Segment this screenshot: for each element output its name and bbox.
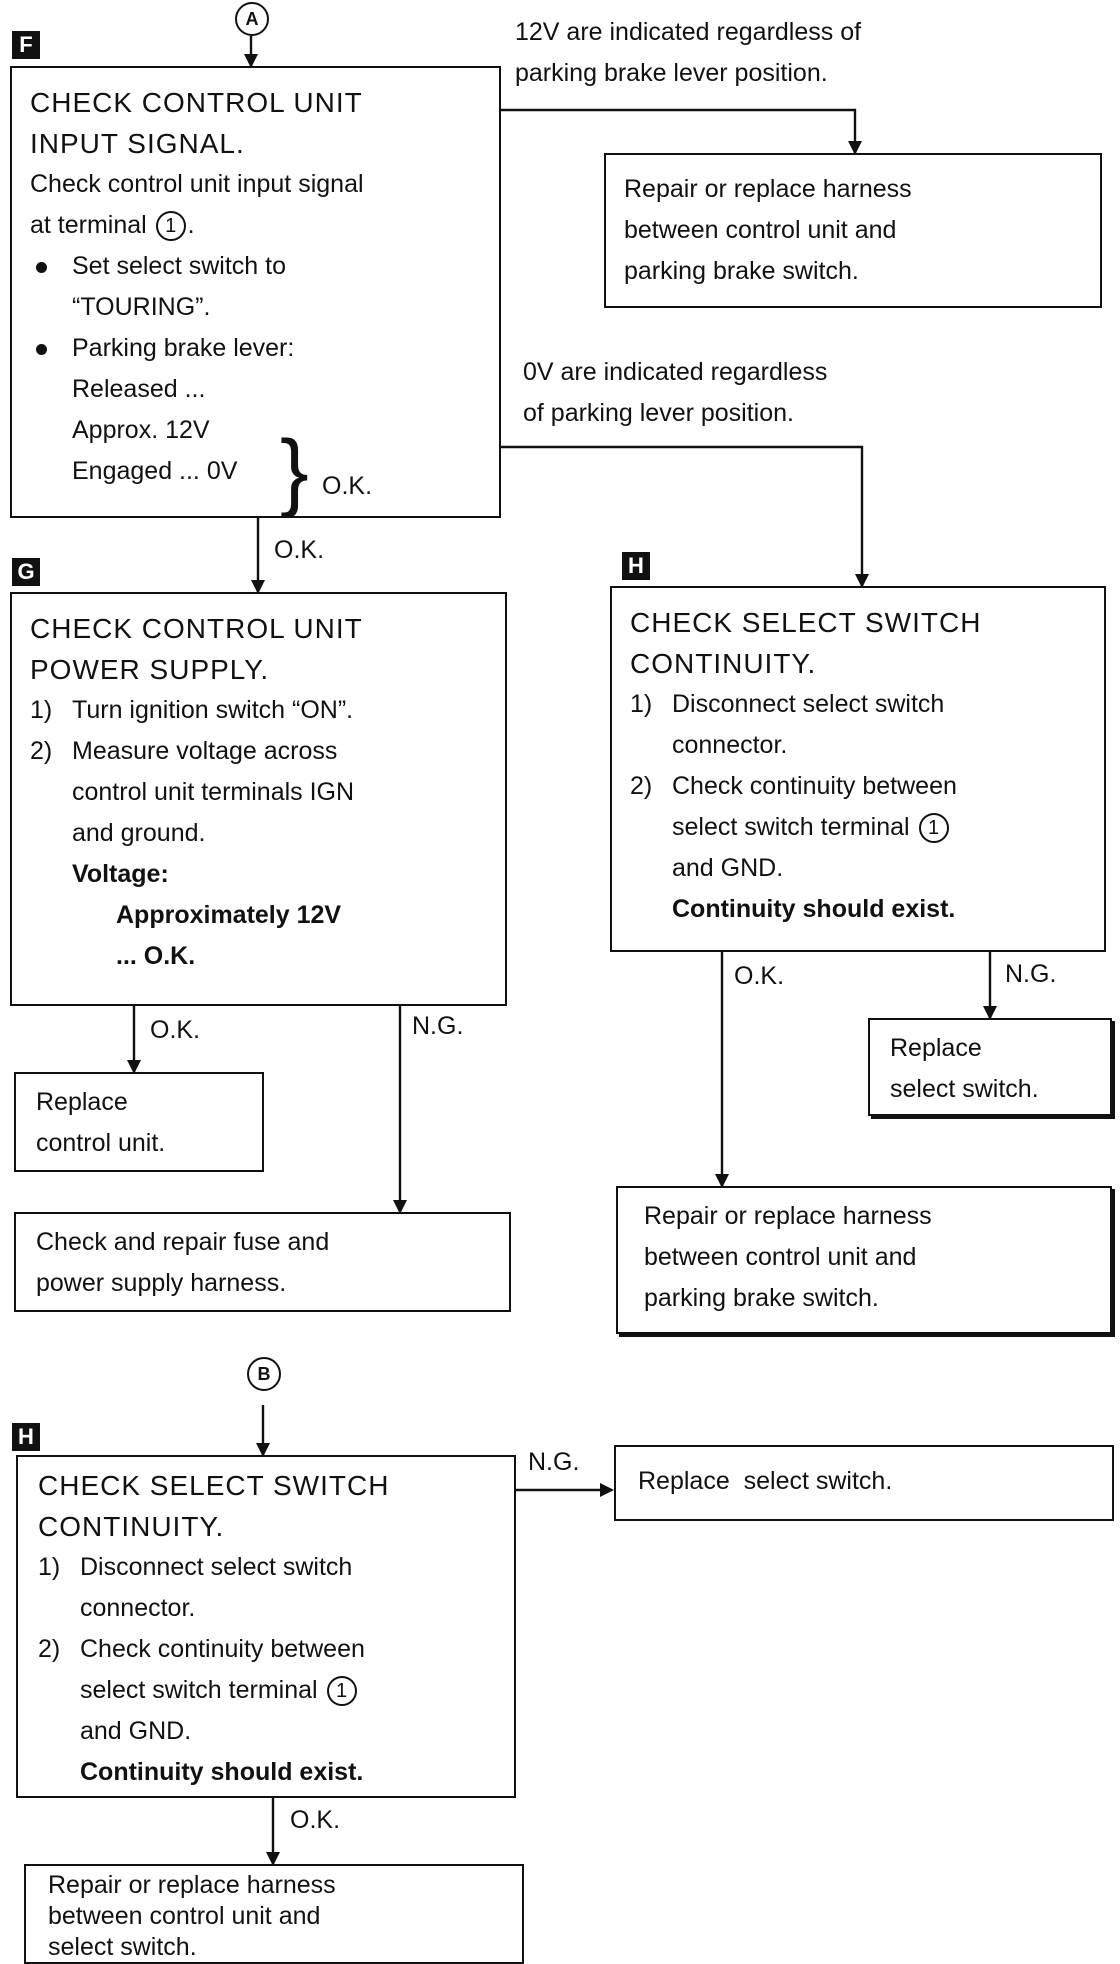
condition-released: Released ... bbox=[72, 375, 206, 403]
condition-engaged: Engaged ... 0V bbox=[72, 457, 238, 485]
branch-label-ok: O.K. bbox=[290, 1806, 341, 1834]
arrow-f-to-repair1 bbox=[500, 108, 862, 155]
step-item-cont: and ground. bbox=[72, 819, 206, 847]
step-item: 2)Measure voltage across bbox=[30, 737, 338, 765]
check-power-supply-box: CHECK CONTROL UNIT POWER SUPPLY. 1)Turn … bbox=[10, 592, 507, 1006]
branch-label-12v: 12V are indicated regardless of parking … bbox=[515, 18, 862, 87]
branch-label-ok: O.K. bbox=[274, 536, 325, 564]
step-item-cont: select switch terminal 1 bbox=[38, 1670, 494, 1711]
continuity-requirement: Continuity should exist. bbox=[80, 1758, 364, 1786]
connector-b: B bbox=[247, 1357, 281, 1391]
step-item-cont: and GND. bbox=[672, 854, 784, 882]
step-text: Check control unit input signal bbox=[30, 170, 364, 198]
step-title: CONTINUITY. bbox=[630, 648, 817, 679]
branch-label-0v: 0V are indicated regardless of parking l… bbox=[523, 358, 828, 427]
section-tag-f: F bbox=[12, 31, 40, 59]
arrow-f-to-h1 bbox=[500, 445, 869, 588]
branch-label-ng: N.G. bbox=[412, 1012, 464, 1040]
step-item: 2)Check continuity between bbox=[630, 772, 957, 800]
voltage-label: Voltage: bbox=[72, 860, 169, 888]
step-item-cont: select switch terminal 1 bbox=[630, 807, 1086, 848]
step-title: INPUT SIGNAL. bbox=[30, 128, 245, 159]
voltage-ok: ... O.K. bbox=[116, 942, 196, 970]
step-item: 1)Turn ignition switch “ON”. bbox=[30, 696, 354, 724]
branch-label-ng: N.G. bbox=[1005, 960, 1057, 988]
bullet-item-cont: “TOURING”. bbox=[72, 293, 211, 321]
section-tag-g: G bbox=[12, 558, 40, 586]
bullet-item: Set select switch to bbox=[30, 246, 481, 287]
step-title: CHECK CONTROL UNIT bbox=[30, 613, 363, 644]
brace-symbol: } bbox=[280, 423, 309, 519]
section-tag-h: H bbox=[622, 552, 650, 580]
repair-harness-box: Repair or replace harness between contro… bbox=[616, 1186, 1112, 1334]
repair-harness-box: Repair or replace harness between contro… bbox=[24, 1864, 524, 1964]
check-input-signal-box: CHECK CONTROL UNIT INPUT SIGNAL. Check c… bbox=[10, 66, 501, 518]
step-item-cont: and GND. bbox=[80, 1717, 192, 1745]
step-item: 1)Disconnect select switch bbox=[630, 690, 945, 718]
step-item: 1)Disconnect select switch bbox=[38, 1553, 353, 1581]
step-item-cont: connector. bbox=[80, 1594, 196, 1622]
step-title: CONTINUITY. bbox=[38, 1511, 225, 1542]
step-title: CHECK CONTROL UNIT bbox=[30, 87, 363, 118]
repair-harness-box: Repair or replace harness between contro… bbox=[604, 153, 1102, 308]
voltage-value: Approximately 12V bbox=[116, 901, 342, 929]
branch-label-ok: O.K. bbox=[734, 962, 785, 990]
ok-result: O.K. bbox=[322, 472, 373, 500]
replace-control-unit-box: Replace control unit. bbox=[14, 1072, 264, 1172]
replace-select-switch-box: Replace select switch. bbox=[614, 1445, 1114, 1521]
step-title: CHECK SELECT SWITCH bbox=[630, 607, 982, 638]
step-item-cont: control unit terminals IGN bbox=[72, 778, 355, 806]
step-text: at terminal 1. bbox=[30, 205, 481, 246]
replace-select-switch-box: Replace select switch. bbox=[868, 1018, 1112, 1116]
step-item: 2)Check continuity between bbox=[38, 1635, 365, 1663]
branch-label-ng: N.G. bbox=[528, 1448, 580, 1476]
step-item-cont: connector. bbox=[672, 731, 788, 759]
condition-voltage: Approx. 12V bbox=[72, 416, 210, 444]
step-title: CHECK SELECT SWITCH bbox=[38, 1470, 390, 1501]
terminal-number-badge: 1 bbox=[155, 211, 186, 242]
repair-fuse-box: Check and repair fuse and power supply h… bbox=[14, 1212, 511, 1312]
step-title: POWER SUPPLY. bbox=[30, 654, 270, 685]
terminal-number-badge: 1 bbox=[326, 1676, 357, 1707]
check-select-switch-box: CHECK SELECT SWITCH CONTINUITY. 1)Discon… bbox=[610, 586, 1106, 952]
check-select-switch-box: CHECK SELECT SWITCH CONTINUITY. 1)Discon… bbox=[16, 1455, 516, 1798]
bullet-item: Parking brake lever: bbox=[30, 328, 481, 369]
section-tag-h: H bbox=[12, 1423, 40, 1451]
terminal-number-badge: 1 bbox=[918, 813, 949, 844]
connector-a: A bbox=[235, 2, 269, 36]
continuity-requirement: Continuity should exist. bbox=[672, 895, 956, 923]
branch-label-ok: O.K. bbox=[150, 1016, 201, 1044]
